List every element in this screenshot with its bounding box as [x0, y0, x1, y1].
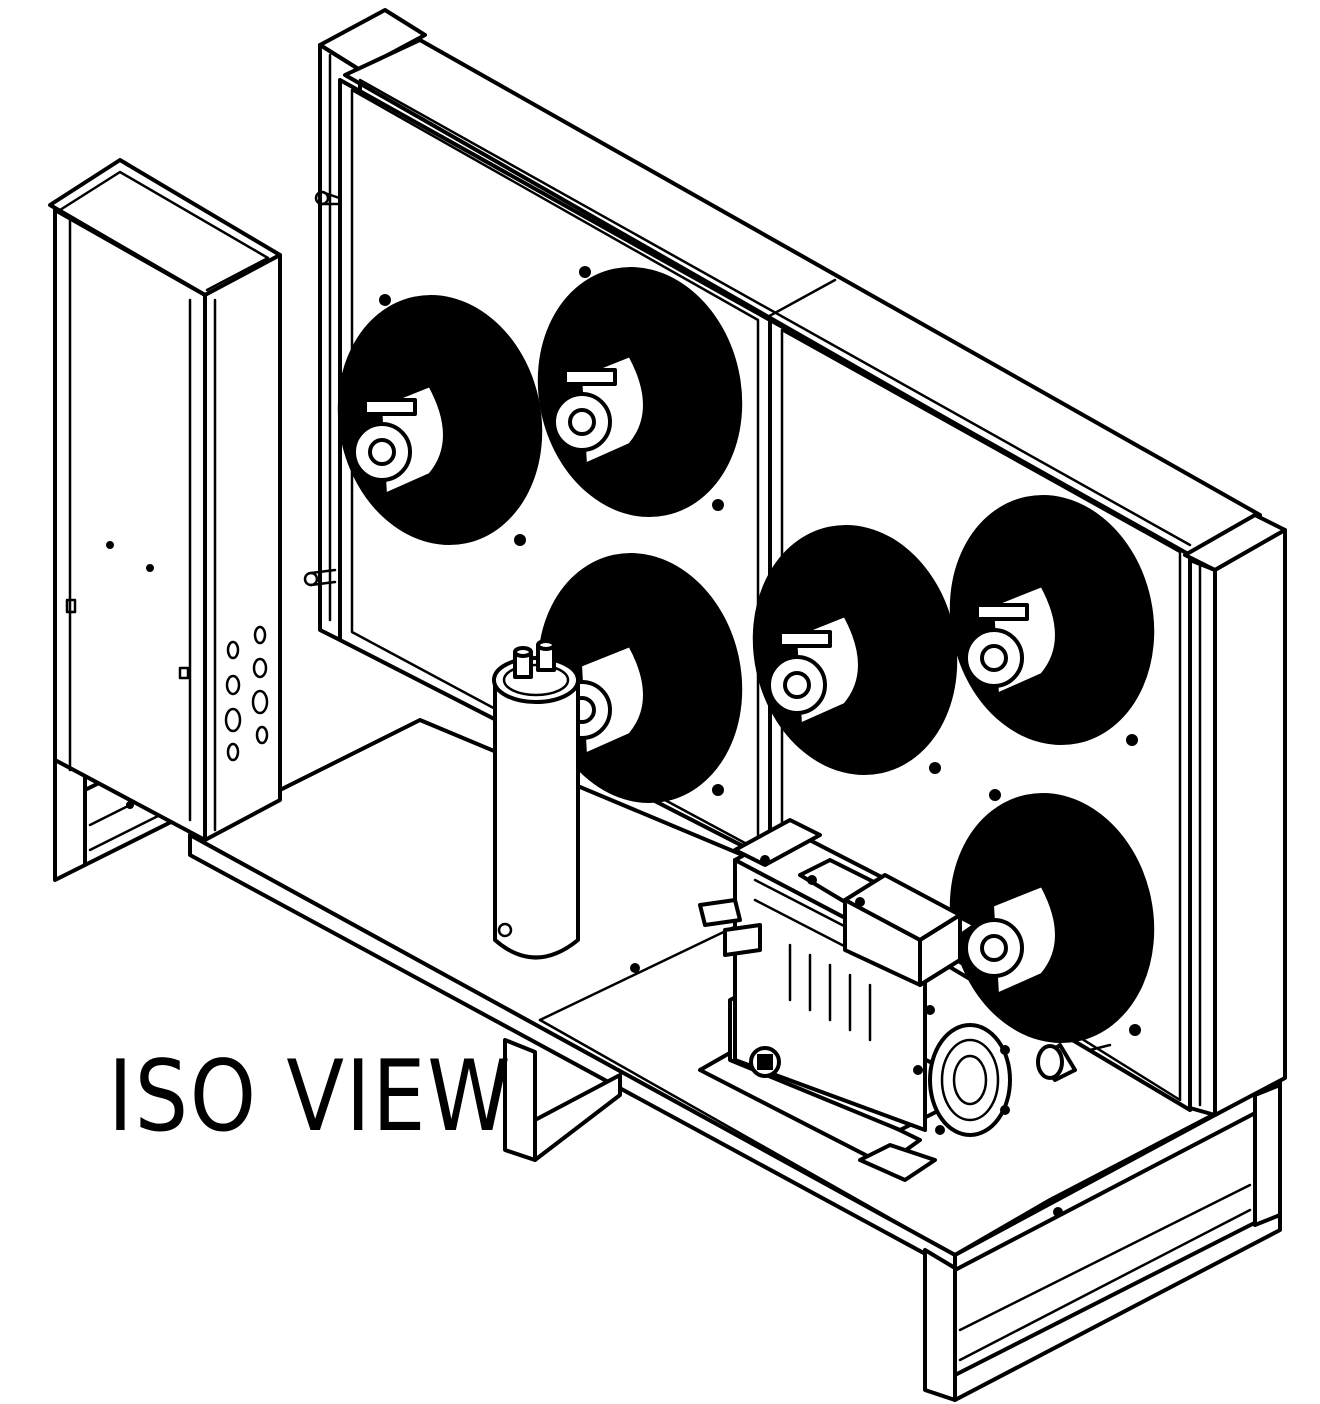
frame-marks [630, 963, 1112, 1217]
fan-5 [949, 494, 1155, 746]
view-label: ISO VIEW [108, 1040, 513, 1154]
semi-hermetic-compressor [698, 818, 1077, 1182]
fan-1 [337, 294, 543, 546]
fan-7 [1124, 864, 1136, 876]
fan-6 [949, 789, 1155, 1044]
electrical-enclosure [48, 158, 282, 842]
fan-2 [537, 266, 743, 518]
knockout-holes [224, 625, 269, 762]
compressor-bolts [760, 855, 1010, 1135]
fan-4 [752, 524, 958, 776]
liquid-receiver [492, 639, 580, 960]
condenser-fans [337, 266, 1155, 1044]
